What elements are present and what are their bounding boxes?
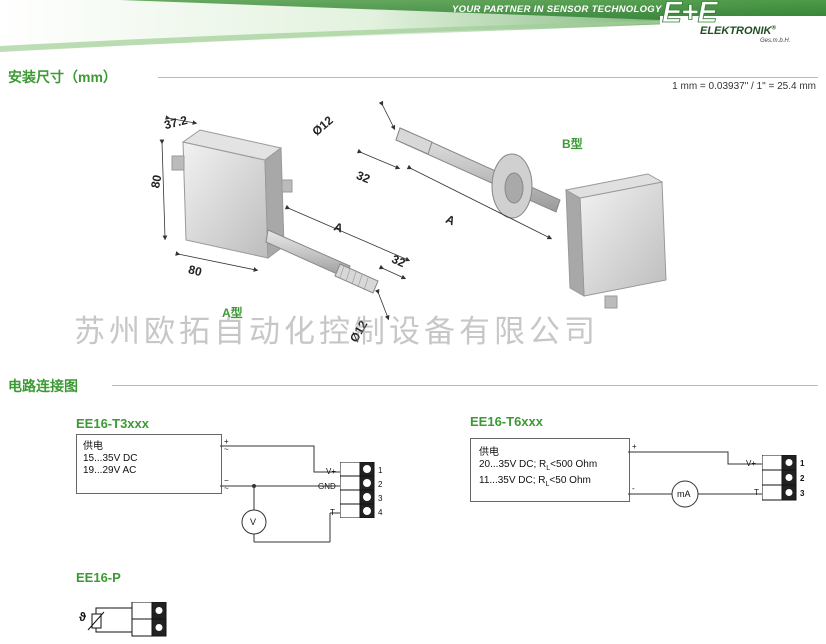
t3-title: EE16-T3xxx [76, 416, 149, 431]
dim-height: 80 [148, 173, 164, 189]
t6-supply-1-sub: L [546, 465, 551, 472]
t3-tilde-top: ~ [224, 445, 229, 454]
t6-supply-box: 供电 20...35V DC; RL<500 Ohm 11...35V DC; … [470, 438, 630, 502]
t6-minus: - [632, 484, 635, 493]
cable-gland [281, 179, 293, 193]
brand-name: ELEKTRONIK® [700, 25, 776, 37]
company-suffix: Ges.m.b.H. [760, 38, 791, 44]
t3-supply-dc: 15...35V DC [83, 453, 138, 464]
wiring-title: 电路连接图 [8, 378, 78, 394]
p-wiring [87, 602, 167, 637]
t3-terminal-block [340, 462, 375, 518]
t6-supply-1: 20...35V DC; RL<500 Ohm [479, 459, 629, 475]
registered-mark: ® [771, 25, 776, 32]
t3-terminal-1: 1 [378, 466, 383, 475]
t6-plus: + [632, 442, 637, 451]
dim-length-b: A [443, 212, 457, 228]
t3-terminal-3: 3 [378, 494, 383, 503]
t6-terminal-3: 3 [800, 489, 805, 498]
banner-background [0, 0, 826, 52]
t6-supply-2-sub: L [545, 481, 550, 488]
dim-length-a: A [332, 219, 345, 235]
t6-supply-2-post: <50 Ohm [549, 475, 591, 486]
ee-logo: E+E [662, 0, 718, 29]
t6-supply-2-pre: 11...35V DC; R [479, 475, 546, 486]
housing-type-b [564, 173, 667, 309]
t3-supply-heading: 供电 [83, 441, 103, 452]
t3-supply-ac: 19...29V AC [83, 465, 137, 476]
unit-conversion: 1 mm = 0.03937" / 1" = 25.4 mm [672, 81, 816, 92]
t3-voltmeter: V [250, 517, 257, 527]
label-type-a: A型 [222, 305, 243, 320]
p-title: EE16-P [76, 570, 121, 585]
t6-supply-heading: 供电 [479, 447, 499, 458]
cable-gland [171, 155, 185, 171]
dimension-drawing: 37.2 80 80 A 32 Ø12 Ø12 32 A A型 B型 [148, 100, 667, 345]
t3-sig-gnd: GND [318, 482, 336, 491]
dimensions-title: 安装尺寸（mm） [8, 69, 117, 85]
dim-32-b: 32 [354, 168, 372, 186]
company-watermark: 苏州欧拓自动化控制设备有限公司 [74, 314, 599, 350]
wiring-divider [112, 385, 818, 386]
t3-terminal-4: 4 [378, 508, 383, 517]
t6-supply-1-post: <500 Ohm [550, 459, 598, 470]
t6-sig-t: T [754, 488, 759, 497]
dim-width-bottom: 80 [187, 262, 204, 279]
t6-sig-vplus: V+ [746, 459, 757, 468]
label-type-b: B型 [562, 136, 583, 151]
cable-gland [604, 295, 618, 309]
t6-title: EE16-T6xxx [470, 414, 543, 429]
t3-sig-vplus: V+ [326, 467, 337, 476]
t3-supply-box: 供电 15...35V DC 19...29V AC [76, 434, 222, 494]
t6-wiring [628, 451, 762, 508]
dim-32-a: 32 [389, 252, 407, 270]
dim-dia-b: Ø12 [309, 113, 336, 139]
t3-wiring [220, 445, 340, 543]
p-temperature-symbol: ϑ [79, 610, 86, 624]
dim-width-top: 37.2 [163, 113, 189, 132]
tagline: YOUR PARTNER IN SENSOR TECHNOLOGY [452, 4, 662, 15]
t6-terminal-2: 2 [800, 474, 805, 483]
t6-terminal-block [762, 455, 797, 501]
brand-text: ELEKTRONIK [700, 25, 772, 37]
t3-tilde-bottom: ~ [224, 484, 229, 493]
t6-supply-2: 11...35V DC; RL<50 Ohm [479, 475, 629, 491]
t3-terminal-2: 2 [378, 480, 383, 489]
t3-sig-t: T [330, 508, 335, 517]
t6-supply-1-pre: 20...35V DC; R [479, 459, 547, 470]
t3-minus: − [224, 476, 229, 485]
t6-milliammeter: mA [677, 489, 691, 499]
t3-plus: + [224, 437, 229, 446]
header-banner: YOUR PARTNER IN SENSOR TECHNOLOGY E+E EL… [0, 0, 826, 52]
dimensions-divider [158, 77, 818, 78]
t6-terminal-1: 1 [800, 459, 805, 468]
